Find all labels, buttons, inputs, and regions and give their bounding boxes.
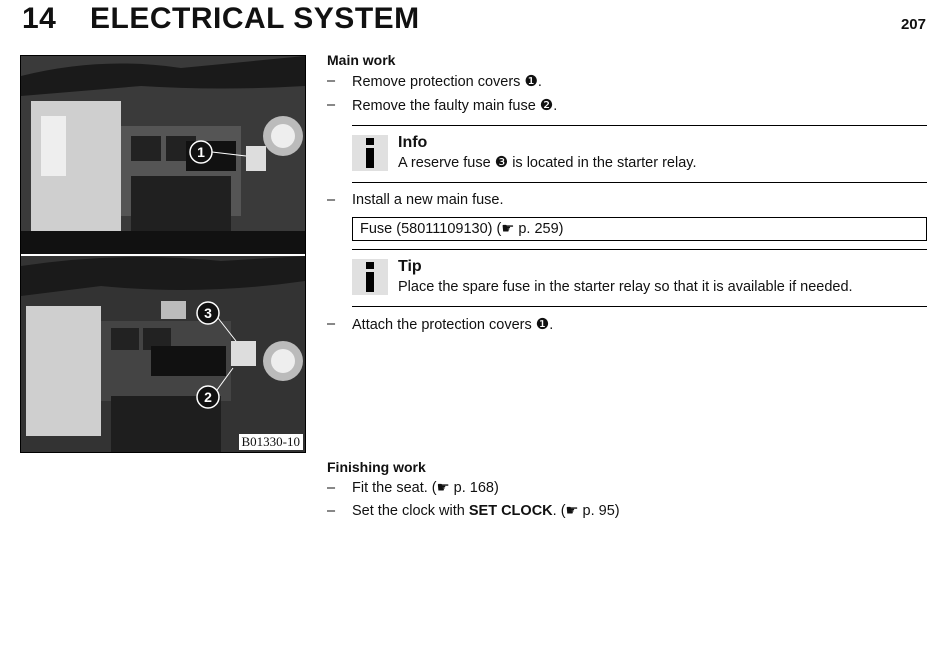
figure-code: B01330-10 [238, 434, 303, 450]
info-note: Info A reserve fuse ❸ is located in the … [352, 125, 927, 183]
info-title: Info [398, 134, 428, 151]
fuse-spec-box: Fuse (58011109130) (☛ p. 259) [352, 217, 927, 241]
page-link[interactable]: p. 259) [514, 221, 564, 237]
page-link[interactable]: p. 168) [449, 480, 499, 496]
step-set-clock: – Set the clock with SET CLOCK. (☛ p. 95… [327, 500, 927, 523]
step-dash: – [327, 73, 336, 89]
callout-2: 2 [204, 389, 212, 405]
step-dash: – [327, 316, 336, 332]
step-dash: – [327, 503, 336, 519]
step-dash: – [327, 192, 336, 208]
ref-marker: ❶ [535, 316, 550, 333]
step-fit-seat: – Fit the seat. (☛ p. 168) [327, 477, 927, 500]
step-dash: – [327, 480, 336, 496]
tip-title: Tip [398, 258, 422, 275]
step-remove-fuse: – Remove the faulty main fuse ❷. [327, 94, 927, 118]
callout-3: 3 [204, 305, 212, 321]
step-install-fuse: – Install a new main fuse. [327, 189, 927, 212]
page-link[interactable]: p. 95) [578, 503, 620, 519]
ref-marker: ❷ [539, 97, 554, 114]
info-icon [352, 259, 388, 295]
finishing-work-section: Finishing work – Fit the seat. (☛ p. 168… [327, 459, 927, 523]
info-icon [352, 135, 388, 171]
ref-marker: ❶ [524, 73, 538, 90]
chapter-title: ELECTRICAL SYSTEM [90, 2, 420, 35]
step-dash: – [327, 97, 336, 113]
tip-note: Tip Place the spare fuse in the starter … [352, 249, 927, 307]
page-pointer-icon: ☛ [436, 480, 450, 496]
fuse-location-photo: 1 3 2 B01330-10 [20, 55, 306, 453]
page-pointer-icon: ☛ [501, 221, 515, 237]
callout-1: 1 [197, 144, 205, 160]
set-clock-term: SET CLOCK [468, 503, 553, 519]
step-remove-covers: – Remove protection covers ❶. [327, 70, 927, 94]
main-work-heading: Main work [327, 52, 396, 68]
info-text: A reserve fuse ❸ is located in the start… [398, 154, 697, 171]
page-pointer-icon: ☛ [565, 503, 579, 519]
chapter-number: 14 [22, 2, 57, 35]
tip-text: Place the spare fuse in the starter rela… [398, 279, 853, 295]
page-number: 207 [900, 16, 926, 33]
finishing-work-heading: Finishing work [327, 459, 426, 475]
main-work-section: Main work – Remove protection covers ❶. … [327, 52, 927, 337]
photo-illustration: 1 3 2 [21, 56, 305, 452]
step-attach-covers: – Attach the protection covers ❶. [327, 313, 927, 337]
